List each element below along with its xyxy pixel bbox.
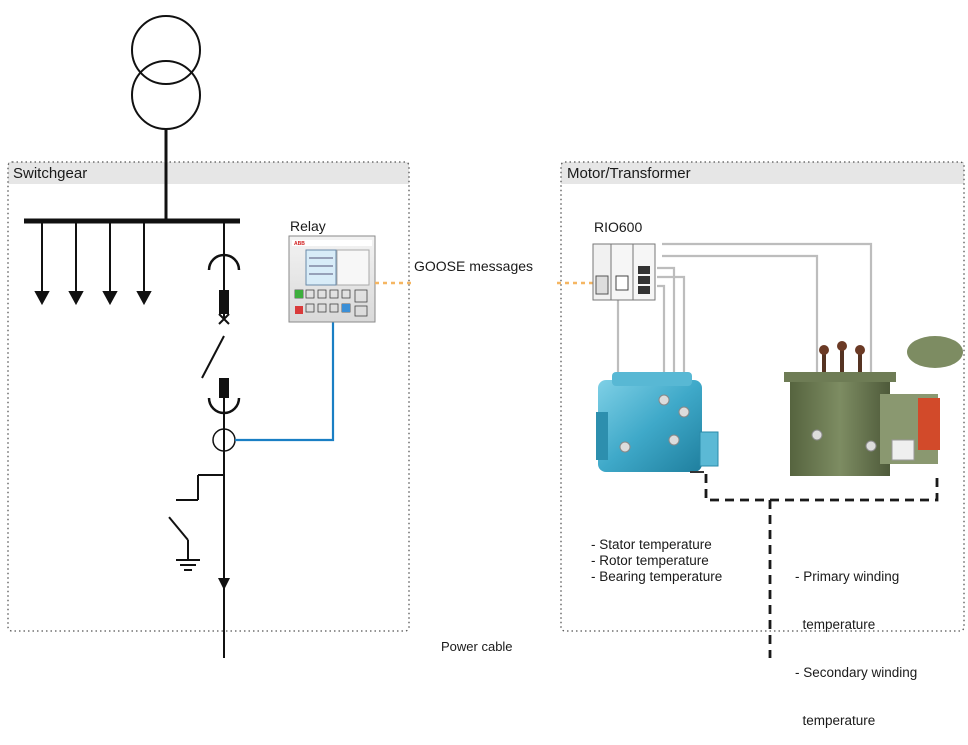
switchgear-enclosure <box>7 161 410 632</box>
rio600-module <box>592 243 656 301</box>
list-item: - Stator temperature <box>591 537 712 552</box>
relay-label: Relay <box>290 218 326 234</box>
feeder-bay <box>168 221 241 658</box>
list-item: temperature <box>795 617 876 632</box>
relay-wire <box>235 322 335 442</box>
single-line-diagram: ABB <box>7 15 965 658</box>
motor-measurement-list: - Stator temperature - Rotor temperature… <box>591 537 722 585</box>
motor-transformer-enclosure <box>560 161 965 632</box>
motor-transformer-title: Motor/Transformer <box>567 165 691 182</box>
power-cable-label: Power cable <box>441 639 513 654</box>
list-item: - Secondary winding <box>795 665 918 680</box>
relay-brand: ABB <box>294 241 305 247</box>
switchgear-title: Switchgear <box>13 165 88 182</box>
rio600-label: RIO600 <box>594 219 643 235</box>
list-item: - Rotor temperature <box>591 553 709 568</box>
transformer-illustration <box>784 336 963 476</box>
power-cable <box>704 474 939 658</box>
power-transformer-symbol <box>131 15 201 130</box>
motor-illustration <box>596 372 719 473</box>
list-item: - Bearing temperature <box>591 569 723 584</box>
feeder-arrow <box>218 578 230 590</box>
goose-label: GOOSE messages <box>414 258 534 274</box>
list-item: - Primary winding <box>795 569 900 584</box>
relay-device <box>288 235 376 323</box>
outgoing-feeders <box>34 221 152 306</box>
transformer-measurement-list: - Primary winding temperature - Secondar… <box>795 537 917 745</box>
list-item: temperature <box>795 713 876 728</box>
